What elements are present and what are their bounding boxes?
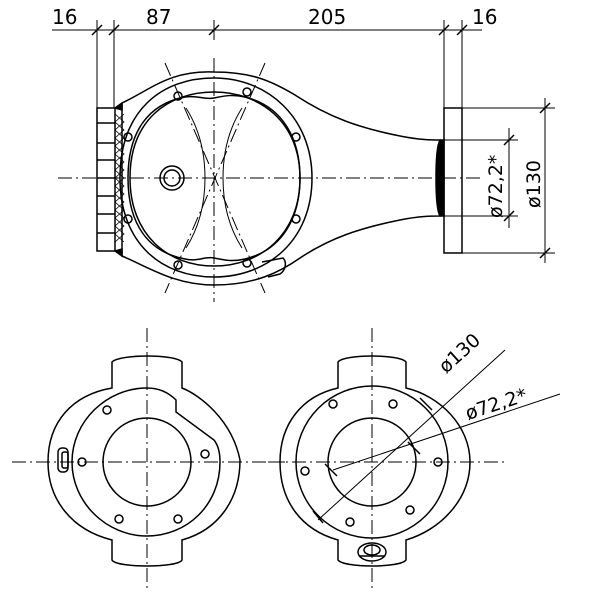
end-view-right xyxy=(268,328,561,588)
right-body-outline xyxy=(279,355,471,567)
bolt-holes-left-view xyxy=(77,405,210,524)
dim-flange-diameter-vertical: ø130 xyxy=(523,160,545,208)
center-lines-top xyxy=(58,58,482,302)
left-body-outline xyxy=(47,355,241,567)
center-lines-left xyxy=(12,328,285,588)
dim-right-view-flange-diameter: ø130 xyxy=(435,329,485,377)
boss-bottom xyxy=(261,257,287,278)
left-flange xyxy=(96,101,125,258)
left-side-plug xyxy=(57,447,69,473)
right-bore xyxy=(327,417,417,507)
top-dimension-chain xyxy=(52,20,482,108)
left-flange-outline xyxy=(71,387,221,537)
right-bottom-plug xyxy=(357,542,387,562)
left-bore xyxy=(102,417,192,507)
bolt-holes-top-view xyxy=(123,87,301,270)
dim-housing-to-flange: 205 xyxy=(308,5,346,29)
bolt-holes-right-view xyxy=(300,399,443,527)
dim-left-flange-width: 16 xyxy=(52,5,77,29)
right-dimension-group xyxy=(444,98,555,263)
dim-bore-diameter-vertical: ø72,2* xyxy=(485,155,507,218)
right-flange xyxy=(435,107,463,254)
dim-right-flange-width: 16 xyxy=(472,5,497,29)
diameter-leaders xyxy=(312,349,561,524)
dim-housing-offset: 87 xyxy=(146,5,171,29)
dim-right-view-bore-diameter: ø72,2* xyxy=(463,384,530,425)
right-flange-circle xyxy=(295,385,449,539)
top-view xyxy=(52,20,555,302)
end-view-left xyxy=(12,328,285,588)
